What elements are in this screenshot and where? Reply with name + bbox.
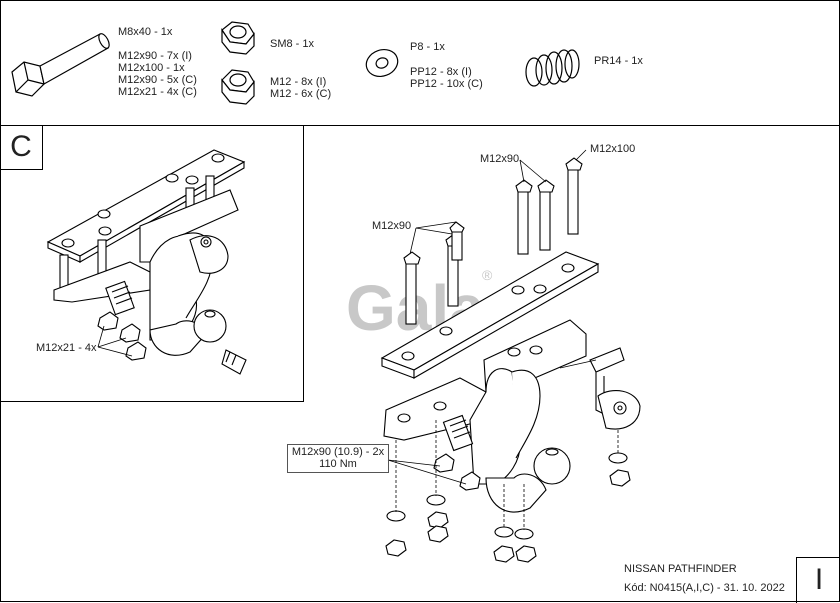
nut-m12-icon bbox=[221, 69, 255, 105]
washer-icon bbox=[365, 49, 399, 77]
nut-sm8-label: SM8 - 1x bbox=[270, 38, 315, 50]
washer-p8-label: P8 - 1x bbox=[410, 41, 445, 53]
callout-m12x90-center: M12x90 bbox=[480, 153, 520, 165]
torque-callout-box: M12x90 (10.9) - 2x 110 Nm bbox=[287, 444, 389, 473]
parts-divider bbox=[0, 125, 840, 126]
callout-m12x90-left: M12x90 bbox=[372, 220, 412, 232]
bolt-m12x100-label: M12x100 - 1x bbox=[118, 62, 185, 74]
i-bolts bbox=[403, 157, 583, 325]
i-neck bbox=[485, 473, 547, 513]
callout-m12x100: M12x100 bbox=[590, 143, 636, 155]
panel-i-tag: I bbox=[796, 557, 840, 603]
i-socket-bracket bbox=[589, 347, 625, 373]
washer-pp12-c-label: PP12 - 10x (C) bbox=[410, 78, 483, 90]
bolt-m12x90-c-label: M12x90 - 5x (C) bbox=[118, 74, 197, 86]
c-ball bbox=[193, 309, 227, 343]
bolt-m12x21-label: M12x21 - 4x (C) bbox=[118, 86, 197, 98]
panel-c-callout: M12x21 - 4x bbox=[36, 342, 97, 354]
drawing-code: Kód: N0415(A,I,C) - 31. 10. 2022 bbox=[624, 582, 785, 594]
i-ball bbox=[533, 447, 571, 485]
panel-c-frame bbox=[0, 125, 304, 402]
nut-sm8-icon bbox=[221, 21, 255, 55]
spring-pr14-label: PR14 - 1x bbox=[594, 55, 643, 67]
vehicle-model: NISSAN PATHFINDER bbox=[624, 563, 737, 575]
panel-c-tag: C bbox=[0, 125, 43, 170]
bolt-m8x40-label: M8x40 - 1x bbox=[118, 26, 173, 38]
spring-icon bbox=[525, 49, 580, 87]
washer-pp12-i-label: PP12 - 8x (I) bbox=[410, 66, 472, 78]
watermark-registered: ® bbox=[482, 267, 493, 283]
c-neck bbox=[149, 320, 207, 356]
torque-bolt-label: M12x90 (10.9) - 2x bbox=[291, 446, 385, 458]
nut-m12-c-label: M12 - 6x (C) bbox=[270, 88, 332, 100]
torque-value-label: 110 Nm bbox=[319, 458, 357, 470]
nut-m12-i-label: M12 - 8x (I) bbox=[270, 76, 327, 88]
bolt-m12x90-i-label: M12x90 - 7x (I) bbox=[118, 50, 192, 62]
bolt-icon bbox=[11, 33, 110, 97]
